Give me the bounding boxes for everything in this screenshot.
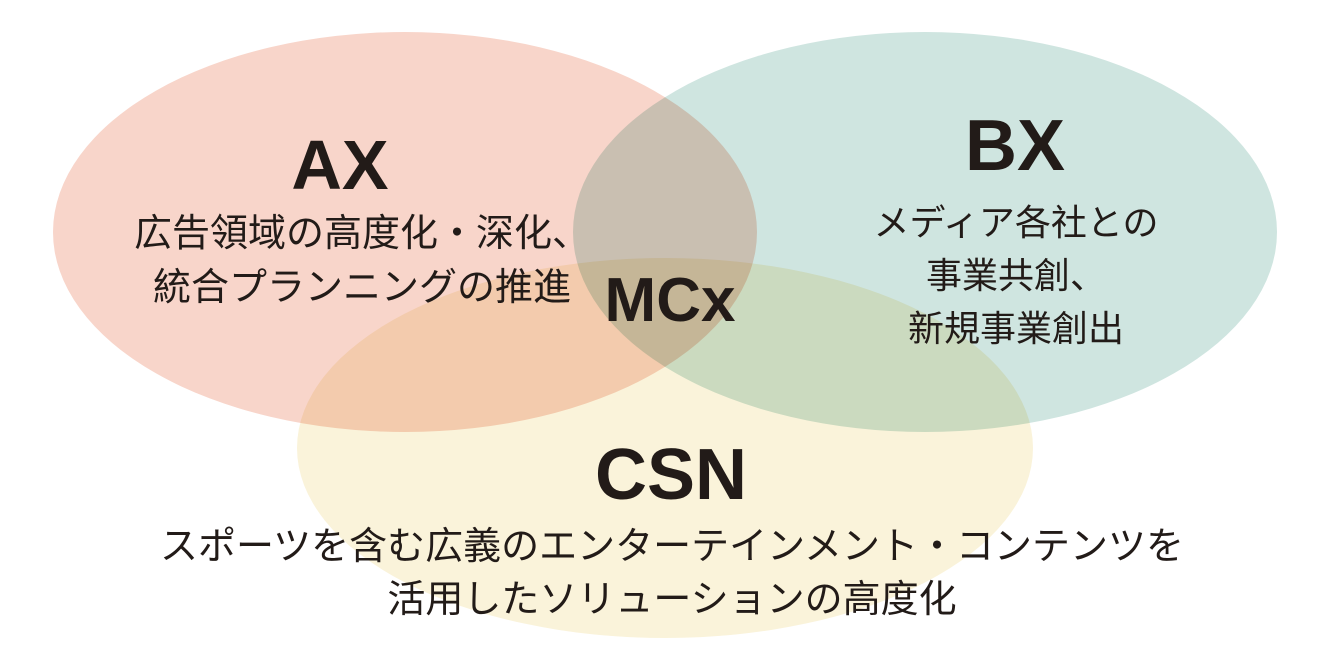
ax-description-line-1: 広告領域の高度化・深化、 xyxy=(133,213,591,255)
csn-label: CSN xyxy=(594,435,748,515)
ax-label: AX xyxy=(291,126,389,204)
bx-description-line-1: メディア各社との xyxy=(873,202,1159,243)
bx-description: メディア各社との 事業共創、 新規事業創出 xyxy=(873,196,1158,355)
bx-description-line-2: 事業共創、 xyxy=(925,255,1106,296)
bx-description-line-3: 新規事業創出 xyxy=(907,308,1124,349)
bx-label: BX xyxy=(964,106,1066,186)
csn-description-line-2: 活用したソリューションの高度化 xyxy=(387,579,957,621)
csn-ellipse xyxy=(297,258,1033,638)
csn-description-line-1: スポーツを含む広義のエンターテインメント・コンテンツを xyxy=(159,526,1185,568)
csn-description: スポーツを含む広義のエンターテインメント・コンテンツを 活用したソリューションの… xyxy=(160,521,1184,627)
ax-description: 広告領域の高度化・深化、 統合プランニングの推進 xyxy=(134,207,590,315)
mcx-intersection-label: MCx xyxy=(604,266,736,335)
ax-description-line-2: 統合プランニングの推進 xyxy=(152,267,572,309)
